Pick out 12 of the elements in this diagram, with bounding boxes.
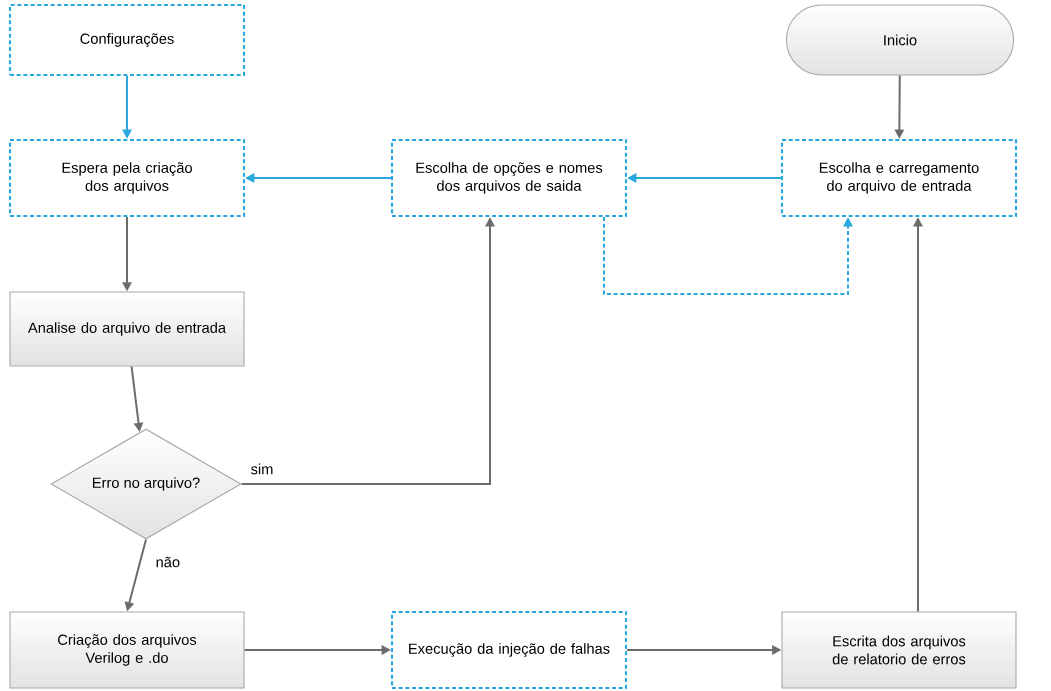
start-terminal: Inicio [785,4,1015,76]
edge-label: não [154,555,182,569]
process-box: Escolha e carregamento do arquivo de entrada [780,138,1018,218]
process-box: Criação dos arquivos Verilog e .do [9,611,245,689]
process-box: Analise do arquivo de entrada [9,291,245,367]
process-box: Espera pela criação dos arquivos [8,138,246,218]
process-box: Execução da injeção de falhas [390,610,628,690]
process-box: Escrita dos arquivos de relatorio de erros [781,611,1017,689]
edge-label: sim [249,462,275,476]
process-box: Escolha de opções e nomes dos arquivos de saida [390,138,628,218]
arrow [603,216,853,296]
process-box: Configurações [8,3,246,77]
